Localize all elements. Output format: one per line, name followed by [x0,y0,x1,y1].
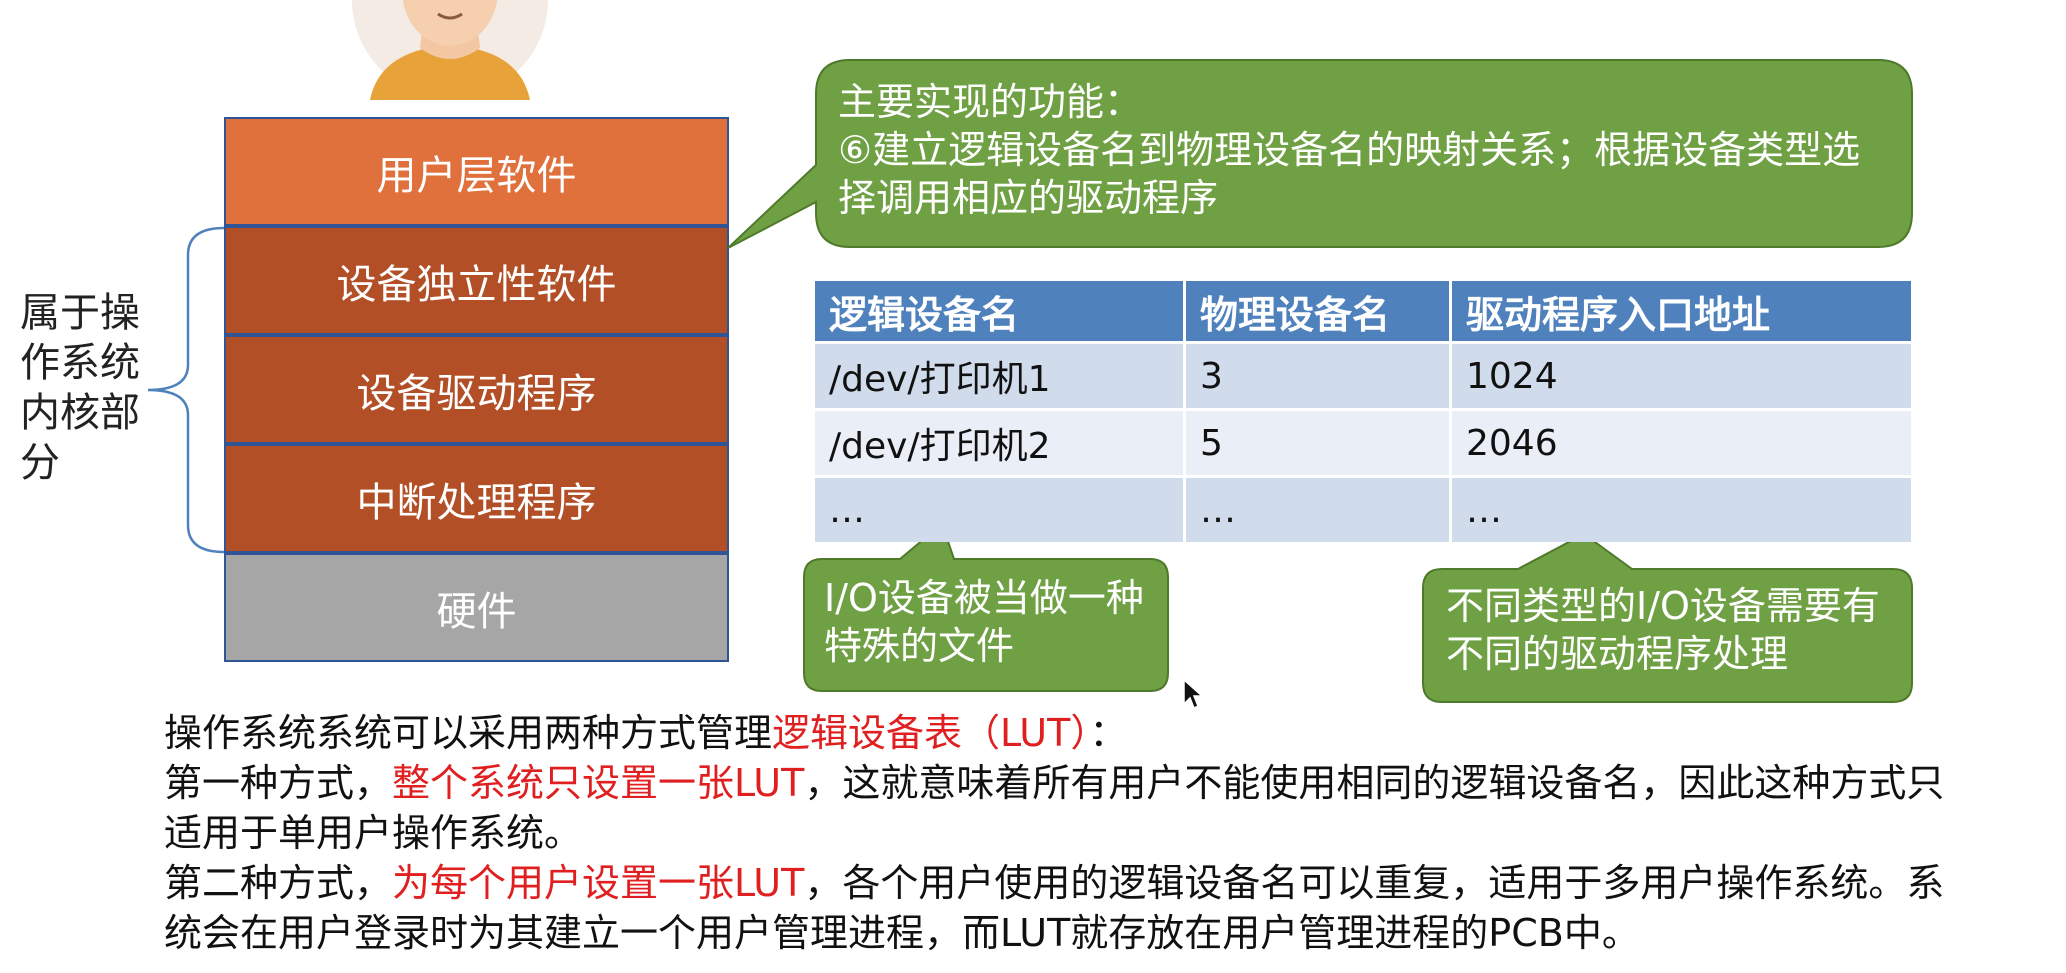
highlight-per-user-lut: 为每个用户设置一张LUT [392,861,805,905]
paragraph-intro: 操作系统系统可以采用两种方式管理逻辑设备表（LUT）： [164,711,1128,755]
table-row: /dev/打印机2 5 2046 [815,411,1911,475]
table-row: … … … [815,478,1911,542]
layer-interrupt-handler: 中断处理程序 [224,444,729,553]
table-cell: 5 [1186,411,1449,475]
header-driver-entry-address: 驱动程序入口地址 [1452,281,1911,341]
kernel-part-label: 属于操作系统内核部分 [20,290,140,486]
table-cell: … [1452,478,1911,542]
kernel-brace [147,226,225,554]
callout-file: I/O设备被当做一种特殊的文件 [824,576,1144,668]
callout-main-title: 主要实现的功能： [838,80,1143,124]
table-cell: … [1186,478,1449,542]
paragraph-method-one: 第一种方式，整个系统只设置一张LUT，这就意味着所有用户不能使用相同的逻辑设备名… [164,761,1945,855]
user-avatar [352,0,548,100]
table-cell: 3 [1186,344,1449,408]
paragraph-method-two: 第二种方式，为每个用户设置一张LUT，各个用户使用的逻辑设备名可以重复，适用于多… [164,861,1945,955]
mouse-cursor-icon [1183,678,1204,710]
callout-main-shape [727,59,1913,249]
callout-file-shape [803,522,1169,692]
callout-main: 主要实现的功能： ⑥建立逻辑设备名到物理设备名的映射关系；根据设备类型选择调用相… [838,78,1898,222]
table-cell: 1024 [1452,344,1911,408]
logical-unit-table: 逻辑设备名 物理设备名 驱动程序入口地址 /dev/打印机1 3 1024 /d… [812,278,1914,545]
layer-device-driver: 设备驱动程序 [224,335,729,444]
callout-driver: 不同类型的I/O设备需要有不同的驱动程序处理 [1446,584,1880,676]
callout-driver-shape [1422,532,1913,703]
table-row: /dev/打印机1 3 1024 [815,344,1911,408]
header-physical-device-name: 物理设备名 [1186,281,1449,341]
table-cell: … [815,478,1183,542]
layer-user-software: 用户层软件 [224,117,729,226]
layer-hardware: 硬件 [224,553,729,662]
lut-explanation: 操作系统系统可以采用两种方式管理逻辑设备表（LUT）： 第一种方式，整个系统只设… [164,708,1954,958]
highlight-lut: 逻辑设备表（LUT） [772,711,1090,755]
callout-main-body: ⑥建立逻辑设备名到物理设备名的映射关系；根据设备类型选择调用相应的驱动程序 [838,128,1861,220]
header-logical-device-name: 逻辑设备名 [815,281,1183,341]
table-cell: 2046 [1452,411,1911,475]
layer-device-independent-software: 设备独立性软件 [224,226,729,335]
highlight-single-lut: 整个系统只设置一张LUT [392,761,805,805]
table-cell: /dev/打印机2 [815,411,1183,475]
table-header-row: 逻辑设备名 物理设备名 驱动程序入口地址 [815,281,1911,341]
table-cell: /dev/打印机1 [815,344,1183,408]
